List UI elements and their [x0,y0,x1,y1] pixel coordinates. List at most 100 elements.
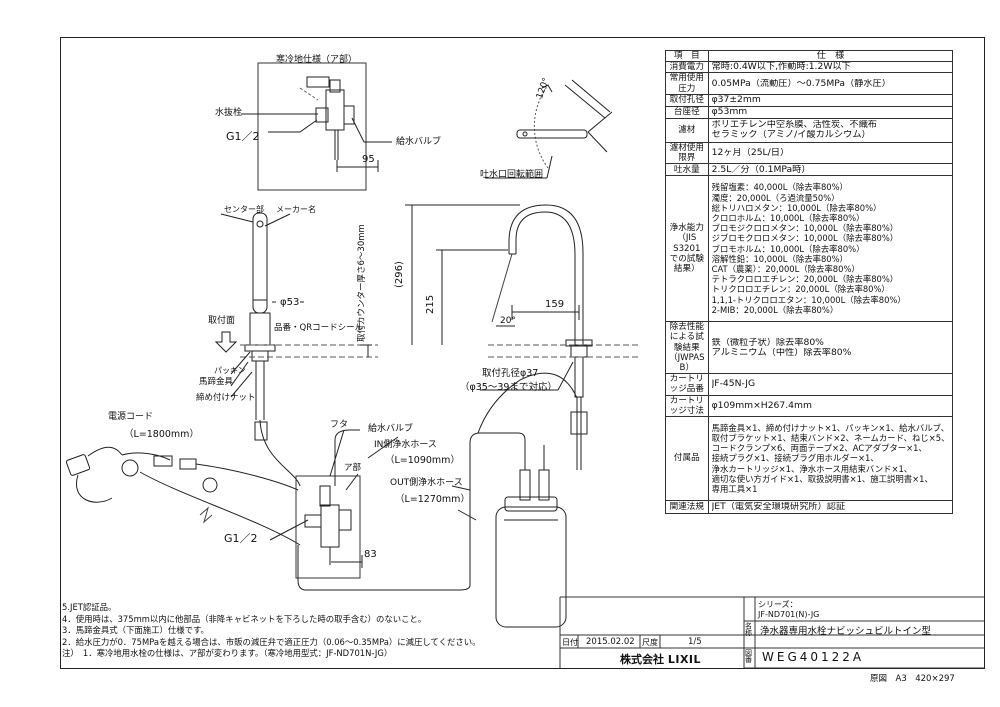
spec-value: φ37±2mm [707,93,954,107]
power-cord-label: 電源コード [108,412,154,422]
dim-83: 83 [364,549,377,560]
product-name: 浄水器専用水栓ナビッシュビルトイン型 [760,626,932,637]
spec-value-line: 1,1,1-トリクロロエタン：10,000L（除去率80%） [711,294,906,305]
spec-value-line: 総トリハロメタン：10,000L（除去率80%） [711,202,882,213]
dim-53: φ53 [280,297,300,308]
date-value: 2015.02.02 [586,637,635,647]
scale-value: 1/5 [688,637,702,647]
spec-value-line: 取付ブラケット×1、結束バンド×2、ネームカード、ねじ×5、 [711,433,950,444]
cords-and-hoses [65,372,578,628]
dim-159: 159 [545,299,565,310]
dim-215: 215 [425,294,436,314]
lid-label: フタ [330,420,349,430]
spec-value-line: テトラクロロエチレン：20,000L（除去率80%） [711,274,899,285]
spec-value-line: 2.5L／分（0.1MPa時） [711,164,811,175]
dim-296: (296) [394,261,405,288]
spec-value-line: クロロホルム：10,000L（除去率80%） [711,213,865,223]
series-label: シリーズ： [758,600,798,609]
note-3: 3．馬蹄金具式（下面施工）仕様です。 [62,625,209,636]
spec-value-line: CAT（農薬）：20,000L（除去率80%） [711,264,860,275]
date-label: 日付 [562,638,578,647]
spec-value-line: 常時:0.4W以下,作動時:1.2W以下 [711,62,851,73]
spec-value-line: 適切な使い方ガイド×1、取扱説明書×1、施工説明書×1、 [711,473,933,484]
name-label: 名称 [745,622,752,637]
number-label: 図番 [745,649,752,664]
drawing-frame [60,37,985,669]
dim-95: 95 [362,154,375,165]
spec-value-line: 接続プラグ×1、接続プラグ用ホルダー×1、 [711,453,879,464]
spec-value-line: φ37±2mm [711,95,761,106]
spec-key: 除去性能による試験結果 （JWPAS B） [665,321,709,375]
paper-size: 原図 A3 420×297 [870,674,955,684]
spec-key: カートリッジ品番 [665,373,709,396]
spec-value-line: 馬蹄金具×1、締め付けナット×1、パッキン×1、給水バルブ、 [711,422,950,433]
note-4: 4．使用時は、375mm以内に他部品（非降キャビネットを下ろした時の取手含む）の… [62,613,427,624]
title-block-lines [559,596,985,669]
spec-value-line: 鉄（微粒子状）除去率80% [711,337,824,348]
g12-top-label: G1／2 [226,130,260,143]
spec-key: カートリッジ寸法 [665,394,709,418]
out-hose-label: OUT側浄水ホース [390,478,463,488]
g12-bottom-label: G1／2 [224,532,258,545]
spec-header-key: 項 目 [665,49,709,63]
company-name: 株式会社 LIXIL [620,651,701,667]
spec-value: 残留塩素：40,000L（除去率80%）濁度：20,000L（ろ過流量50%）総… [707,175,954,323]
supply-valve-bottom-label: 給水バルブ [368,424,414,434]
spec-header-value: 仕 様 [707,49,954,63]
note-5: 5.JET認証品。 [62,602,117,612]
supply-valve-top-label: 給水バルブ [396,137,442,147]
spec-value: JET（電気安全環境研究所）認証 [707,500,954,515]
lock-nut-label: 締め付けナット [196,393,256,403]
spec-value-line: 12ヶ月（25L/日） [711,147,790,158]
spec-key: 吐水量 [665,163,709,177]
note-2: 2．給水圧力が0．75MPaを越える場合は、市販の減圧弁で適正圧力（0.06～0… [62,636,481,647]
spec-key: 濾材使用限界 [665,141,709,165]
center-mark-label: センター部 [224,205,264,214]
drawing-number: WEG40122A [762,650,865,664]
maker-name-label: メーカー名 [276,205,316,214]
spec-value-line: ブロモホルム：10,000L（除去率80%） [711,243,865,254]
spec-value: JF-45N-JG [707,373,954,396]
qr-label: 品番・QRコードシール [274,323,364,333]
model-number: JF-ND701(N)-JG [758,610,820,619]
spec-value: 12ヶ月（25L/日） [707,141,954,165]
spec-value: φ53mm [707,105,954,119]
spec-value-line: φ109mm×H267.4mm [711,400,812,411]
spout-range-label: 吐水口回転範囲 [480,170,544,180]
spec-key: 濾材 [665,117,709,143]
spec-key: 消費電力 [665,61,709,74]
in-hose-label: IN側浄水ホース [374,440,437,450]
spec-value-line: ジブロモクロロメタン：10,000L（除去率80%） [711,233,899,244]
spec-row: 付属品馬蹄金具×1、締め付けナット×1、パッキン×1、給水バルブ、取付ブラケット… [665,416,954,502]
cord-length-label: （L=1800mm） [124,429,199,440]
spec-value-line: 2-MIB：20,000L（除去率80%） [711,304,839,315]
spec-value: φ109mm×H267.4mm [707,394,954,418]
spec-key: 付属品 [665,416,709,502]
spec-value-line: 浄水カートリッジ×1、浄水ホース用結束バンド×1、 [711,463,913,474]
spec-key: 浄水能力 （JIS S3201 での試験結果） [665,175,709,323]
spec-value-line: セラミック（アミノ/イ酸カルシウム） [711,130,871,141]
stirrup-label: 馬蹄金具 [199,377,234,387]
spec-key: 台座径 [665,105,709,119]
drain-plug-label: 水抜栓 [215,108,243,118]
spec-value-line: 溶解性鉛：10,000L（除去率80%） [711,253,848,264]
scale-label: 尺度 [642,638,658,647]
spec-value: 常時:0.4W以下,作動時:1.2W以下 [707,61,954,74]
note-1: 注） 1．寒冷地用水栓の仕様は、ア部が変わります。（寒冷地用型式：JF-ND70… [62,648,393,659]
spec-value-line: JET（電気安全環境研究所）認証 [711,501,846,512]
faucet-side-view [405,204,640,470]
spec-value: 馬蹄金具×1、締め付けナット×1、パッキン×1、給水バルブ、取付ブラケット×1、… [707,416,954,502]
cold-spec-label: 寒冷地仕様（ア部） [276,55,358,65]
spec-value-line: ブロモジクロロメタン：10,000L（除去率80%） [711,223,899,234]
spec-value-line: 専用工具×1 [711,484,758,495]
spec-value-line: JF-45N-JG [711,379,756,390]
hole-dia-label: 取付孔径φ37 [482,368,539,379]
